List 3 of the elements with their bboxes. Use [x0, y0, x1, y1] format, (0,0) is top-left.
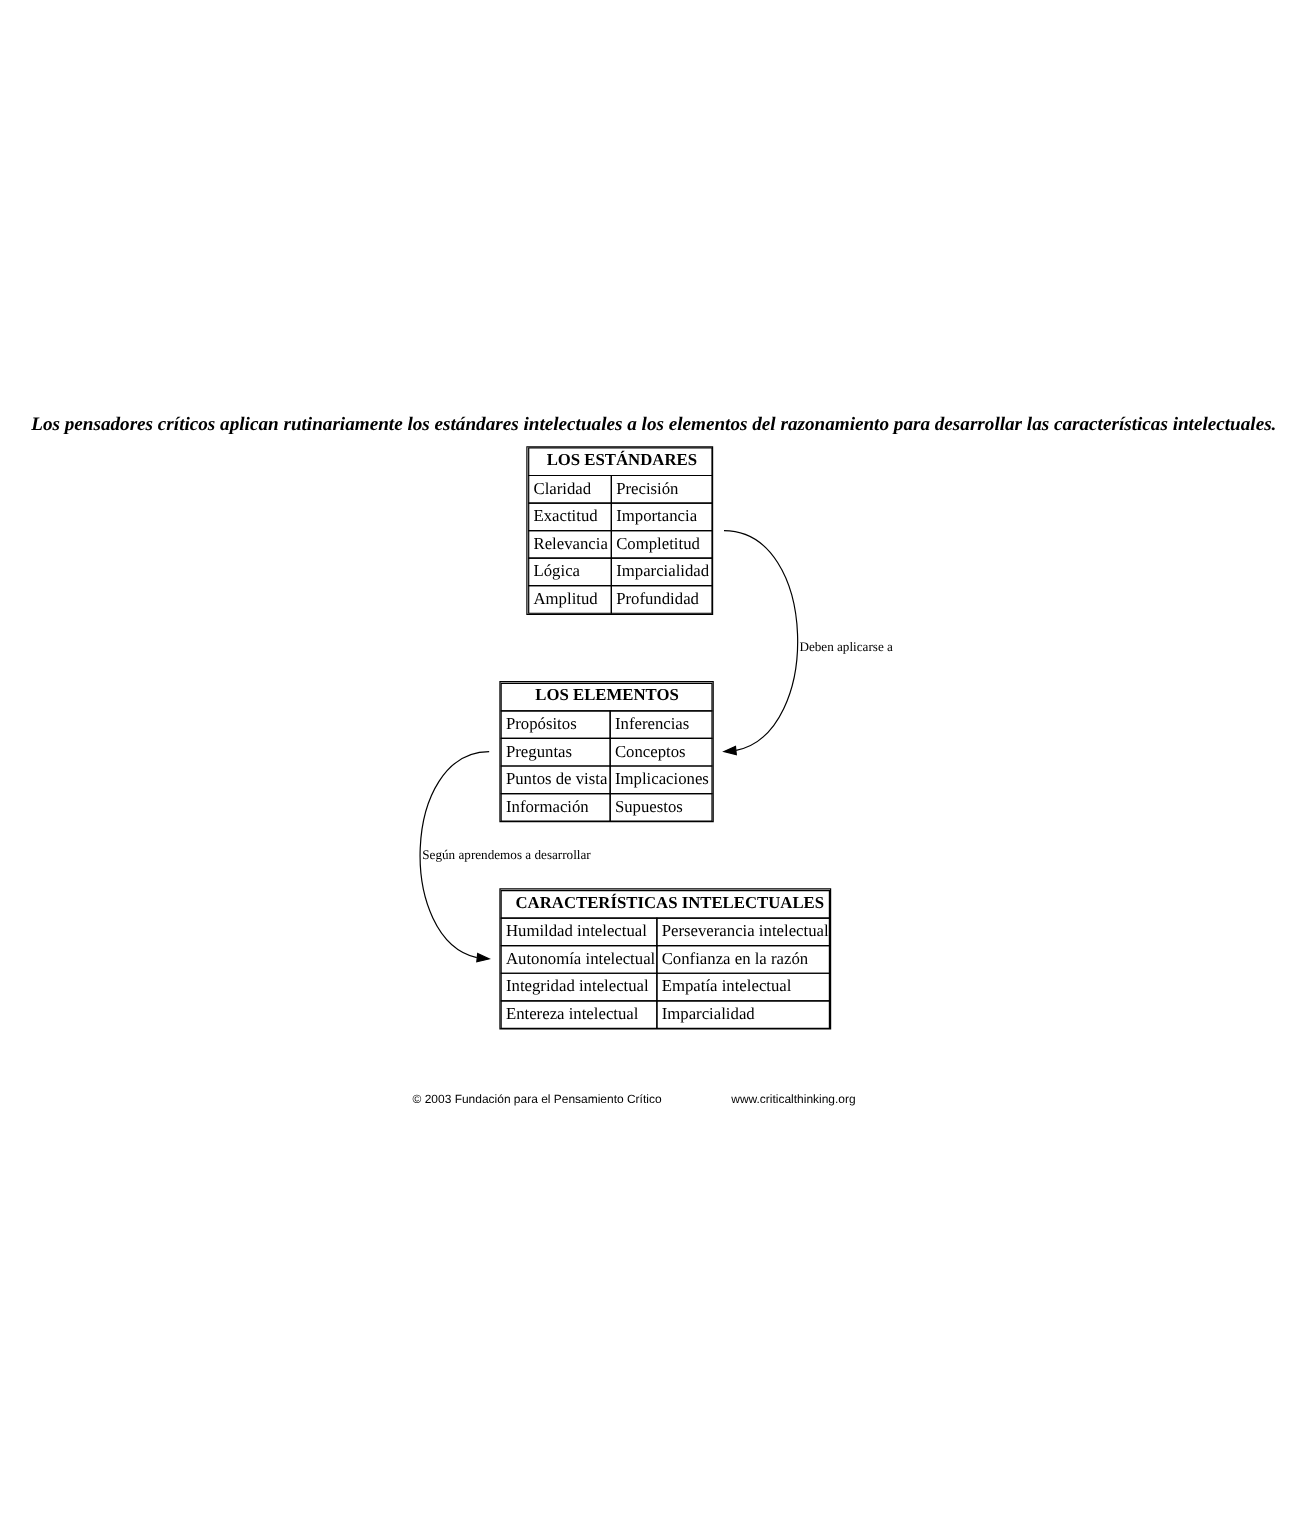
- arrow: [722, 529, 799, 755]
- diagram-title: Los pensadores críticos aplican rutinariamente los estándares intelectuales a los elementos del razonamiento para desarrollar las características intelectuales.: [31, 412, 1277, 435]
- arrow: [419, 750, 491, 962]
